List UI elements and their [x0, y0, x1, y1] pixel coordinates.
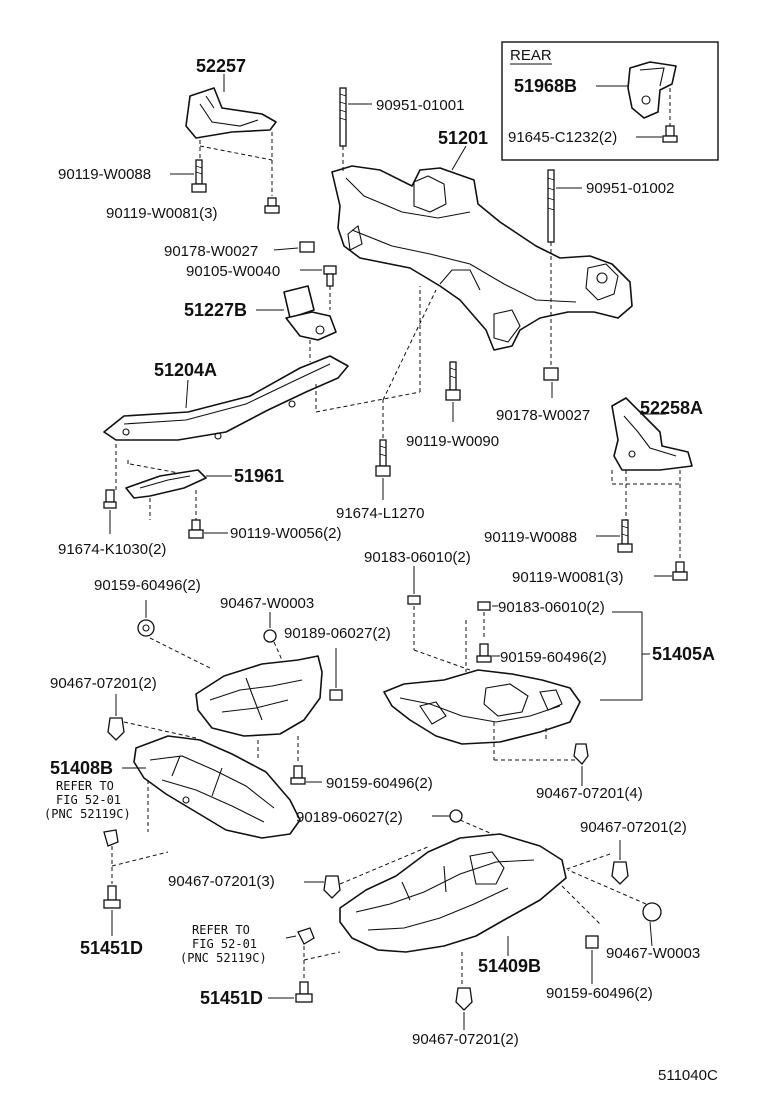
- grommet-icon: [137, 619, 155, 637]
- bolt-icon: [295, 981, 313, 1003]
- bolt-icon: [662, 125, 678, 143]
- undercover-51408b: [133, 735, 301, 839]
- label-90183-06010-upper: 90183-06010(2): [364, 549, 471, 566]
- label-90159-60496-middle: 90159-60496(2): [326, 775, 433, 792]
- label-90178-w0027-upper: 90178-W0027: [164, 243, 258, 260]
- undercover-51405a: [383, 669, 581, 745]
- diagram-code: 511040C: [658, 1067, 718, 1084]
- label-90467-w0003-upper: 90467-W0003: [220, 595, 314, 612]
- bolt-icon: [103, 489, 117, 509]
- stud-bolt-icon: [339, 87, 347, 147]
- refer-note-upper-line3: (PNC 52119C): [44, 807, 131, 821]
- stud-bolt-icon: [547, 169, 555, 243]
- label-91645-c1232: 91645-C1232(2): [508, 129, 617, 146]
- label-51451d-upper: 51451D: [80, 938, 143, 958]
- bracket-52258a: [611, 397, 693, 471]
- label-90159-60496-bottom: 90159-60496(2): [546, 985, 653, 1002]
- label-90119-w0088-upper: 90119-W0088: [58, 166, 151, 183]
- label-91674-k1030: 91674-K1030(2): [58, 541, 166, 558]
- label-90183-06010-lower: 90183-06010(2): [498, 599, 605, 616]
- label-90467-07201-bottom: 90467-07201(2): [412, 1031, 519, 1048]
- bracket-52257: [185, 87, 277, 139]
- label-51408b: 51408B: [50, 758, 113, 778]
- clip-icon: [297, 927, 315, 945]
- label-52258a: 52258A: [640, 398, 703, 418]
- clip-icon: [407, 595, 491, 611]
- label-90159-60496-top: 90159-60496(2): [94, 577, 201, 594]
- label-90951-01001: 90951-01001: [376, 97, 464, 114]
- label-90105-w0040: 90105-W0040: [186, 263, 280, 280]
- bolt-icon: [103, 885, 121, 909]
- bracket-51961: [125, 469, 207, 499]
- label-90178-w0027-lower: 90178-W0027: [496, 407, 590, 424]
- mount-51227b: [283, 285, 337, 341]
- nut-icon: [543, 367, 559, 381]
- clip-icon: [455, 987, 473, 1011]
- label-90119-w0090: 90119-W0090: [406, 433, 499, 450]
- rear-inset-title: REAR: [510, 47, 552, 64]
- clip-icon: [107, 717, 125, 741]
- bolt-icon: [672, 561, 688, 581]
- label-51204a: 51204A: [154, 360, 217, 380]
- refer-note-lower-line1: REFER TO: [192, 923, 250, 937]
- label-90189-06027-lower: 90189-06027(2): [296, 809, 403, 826]
- undercover-panel: [195, 655, 323, 737]
- clip-icon: [573, 743, 589, 765]
- bolt-icon: [617, 519, 633, 553]
- rear-bracket-51968b: [627, 61, 677, 119]
- undercover-51409b: [339, 833, 567, 953]
- label-91674-l1270: 91674-L1270: [336, 505, 424, 522]
- label-51968b: 51968B: [514, 76, 577, 96]
- clip-icon: [323, 875, 341, 899]
- crossmember-51201: [331, 165, 633, 351]
- bolt-icon: [476, 643, 492, 663]
- label-90119-w0081-lower: 90119-W0081(3): [512, 569, 623, 586]
- nut-icon: [329, 689, 343, 701]
- label-51201: 51201: [438, 128, 488, 148]
- label-90119-w0056: 90119-W0056(2): [230, 525, 341, 542]
- grommet-icon: [642, 902, 662, 922]
- bolt-icon: [264, 197, 280, 214]
- brace-51204a: [103, 355, 349, 441]
- bolt-icon: [188, 519, 204, 539]
- label-90951-01002: 90951-01002: [586, 180, 674, 197]
- bolt-icon: [375, 439, 391, 477]
- rear-inset-frame: [501, 41, 719, 161]
- label-90467-07201-right: 90467-07201(2): [580, 819, 687, 836]
- label-52257: 52257: [196, 56, 246, 76]
- bolt-icon: [323, 265, 337, 287]
- nut-icon: [585, 935, 599, 949]
- bolt-icon: [445, 361, 461, 401]
- clip-icon: [103, 829, 119, 847]
- label-90467-07201-four: 90467-07201(4): [536, 785, 643, 802]
- label-90467-w0003-lower: 90467-W0003: [606, 945, 700, 962]
- refer-note-upper-line1: REFER TO: [56, 779, 114, 793]
- label-90467-07201-left: 90467-07201(2): [50, 675, 157, 692]
- label-90467-07201-three: 90467-07201(3): [168, 873, 275, 890]
- refer-note-lower-line2: FIG 52-01: [192, 937, 257, 951]
- label-51409b: 51409B: [478, 956, 541, 976]
- label-90119-w0088-lower: 90119-W0088: [484, 529, 577, 546]
- bolt-icon: [191, 159, 207, 193]
- label-90189-06027-upper: 90189-06027(2): [284, 625, 391, 642]
- label-51227b: 51227B: [184, 300, 247, 320]
- refer-note-lower-line3: (PNC 52119C): [180, 951, 267, 965]
- refer-note-upper-line2: FIG 52-01: [56, 793, 121, 807]
- label-51405a: 51405A: [652, 644, 715, 664]
- grommet-icon: [263, 629, 277, 643]
- clip-icon: [611, 861, 629, 885]
- nut-icon: [299, 241, 315, 253]
- label-90159-60496-right: 90159-60496(2): [500, 649, 607, 666]
- label-90119-w0081-upper: 90119-W0081(3): [106, 205, 217, 222]
- bolt-icon: [290, 765, 306, 785]
- label-51451d-lower: 51451D: [200, 988, 263, 1008]
- label-51961: 51961: [234, 466, 284, 486]
